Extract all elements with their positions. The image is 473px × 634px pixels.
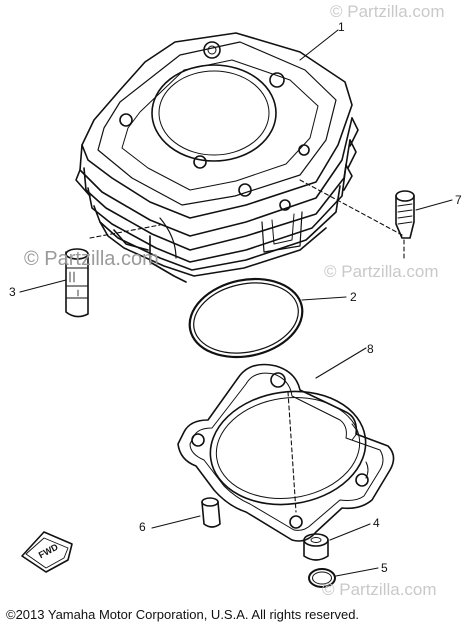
dowel-pin-left (65, 248, 89, 318)
fwd-arrow-icon (21, 531, 73, 573)
callout-4: 4 (373, 516, 380, 530)
callout-5: 5 (381, 561, 388, 575)
cylinder-part (75, 32, 359, 283)
gasket-part (177, 363, 395, 542)
callout-7: 7 (455, 193, 462, 207)
watermark-bottom-right: © Partzilla.com (322, 580, 437, 599)
bolt-part (395, 190, 415, 239)
copyright-notice: ©2013 Yamaha Motor Corporation, U.S.A. A… (6, 607, 360, 622)
callout-8: 8 (367, 342, 374, 356)
dowel-pin-4 (303, 533, 329, 561)
callout-2: 2 (350, 290, 357, 304)
watermark-mid-right: © Partzilla.com (324, 262, 439, 281)
o-ring-small (308, 568, 336, 588)
callout-1: 1 (338, 20, 345, 34)
dowel-pin-6 (201, 497, 221, 528)
callout-3: 3 (9, 285, 16, 299)
callout-6: 6 (139, 520, 146, 534)
watermark-mid-left: © Partzilla.com (24, 248, 159, 270)
leader-lines (19, 29, 453, 577)
o-ring-large (188, 277, 304, 359)
watermark-top: © Partzilla.com (330, 2, 445, 21)
